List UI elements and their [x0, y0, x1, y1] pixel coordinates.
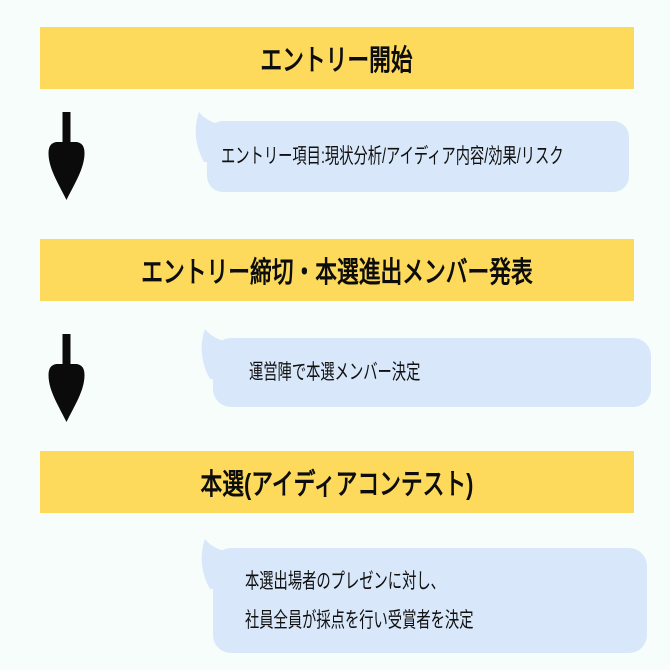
banner-final-contest-label: 本選(アイディアコンテスト) [200, 469, 474, 501]
banner-entry-start: エントリー開始 [40, 27, 634, 89]
banner-entry-start-label: エントリー開始 [260, 45, 414, 77]
note-bubble-final-judging: 本選出場者のプレゼンに対し、 社員全員が採点を行い受賞者を決定 [201, 539, 647, 653]
bubble-tail-icon [201, 539, 228, 589]
note-entry-items-text: エントリー項目:現状分析/アイディア内容/効果/リスク [221, 145, 564, 168]
down-arrow-icon [48, 334, 85, 422]
note-member-selection-text: 運営陣で本選メンバー決定 [249, 361, 421, 384]
banner-entry-deadline-label: エントリー締切・本選進出メンバー発表 [141, 257, 533, 289]
bubble-tail-icon [195, 112, 222, 162]
note-final-judging-line1: 本選出場者のプレゼンに対し、 [245, 569, 445, 593]
note-bubble-member-selection: 運営陣で本選メンバー決定 [201, 329, 651, 407]
down-arrow-icon [48, 112, 85, 200]
bubble-tail-icon [201, 329, 228, 379]
banner-final-contest: 本選(アイディアコンテスト) [40, 451, 634, 513]
banner-entry-deadline: エントリー締切・本選進出メンバー発表 [40, 239, 634, 301]
note-bubble-entry-items: エントリー項目:現状分析/アイディア内容/効果/リスク [195, 112, 629, 192]
note-final-judging-line2: 社員全員が採点を行い受賞者を決定 [245, 608, 474, 632]
